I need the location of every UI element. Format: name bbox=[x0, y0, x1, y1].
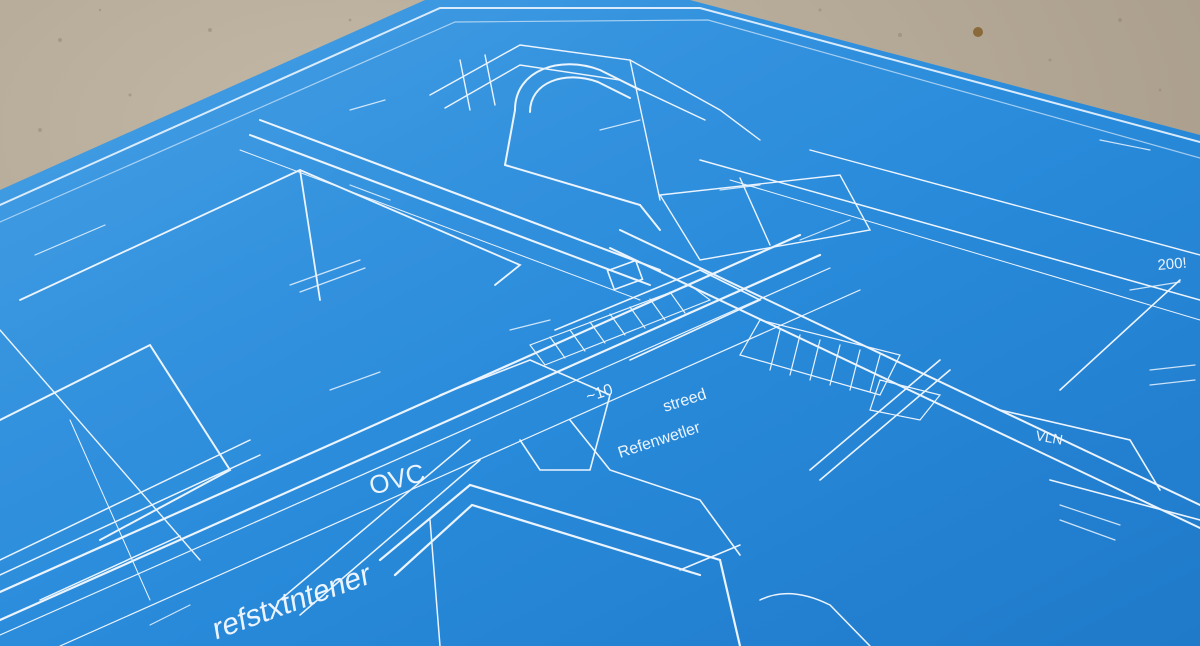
upper-corridor bbox=[239, 119, 661, 301]
top-panel bbox=[429, 44, 761, 201]
room-left-lower bbox=[0, 329, 232, 601]
vertical-duct bbox=[504, 63, 661, 231]
label-code-2001: 200! bbox=[1157, 255, 1188, 274]
room-lower-center bbox=[378, 483, 742, 646]
small-labels bbox=[34, 99, 1196, 626]
top-right-box bbox=[658, 174, 872, 261]
room-right bbox=[809, 279, 1200, 521]
right-grid bbox=[739, 319, 942, 421]
border-lines bbox=[0, 7, 1200, 223]
bottom-right-detail bbox=[679, 544, 871, 646]
label-code-vn: VLN bbox=[1034, 427, 1064, 447]
room-left-upper bbox=[19, 169, 522, 301]
center-structure bbox=[439, 259, 762, 556]
right-wing-walls bbox=[609, 149, 1200, 529]
pebble bbox=[973, 27, 983, 37]
center-grid bbox=[529, 284, 712, 366]
lower-left-lines bbox=[0, 439, 481, 616]
